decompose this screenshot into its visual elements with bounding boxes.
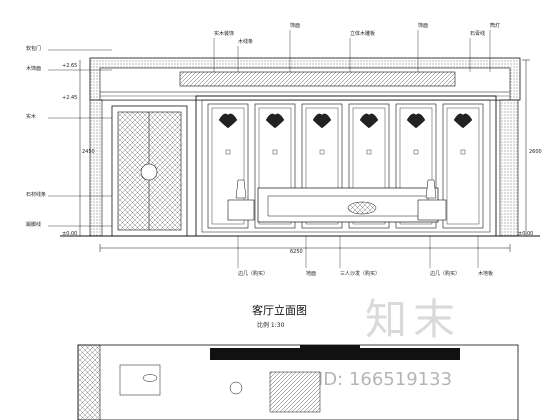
level-mark: +2.45 <box>62 95 78 101</box>
callout-bottom-label: 边几（购买） <box>430 271 461 277</box>
bottom-leader-lines <box>237 236 479 268</box>
panel-fixing-mark <box>460 149 466 155</box>
wall-panel-inset <box>258 107 292 225</box>
callout-top-label: 饰面 <box>290 23 301 29</box>
top-leader-lines <box>213 30 491 72</box>
wall-panel-inset <box>352 107 386 225</box>
callout-top-label: 木线条 <box>238 39 254 45</box>
wall-panels <box>207 103 484 229</box>
carved-ornament <box>453 113 473 129</box>
panel-fixing-mark <box>319 149 325 155</box>
callout-top-label: 实木装饰 <box>214 31 235 37</box>
dimension-height-wall: 2450 <box>82 149 95 155</box>
callout-left-label: 软包门 <box>26 46 42 52</box>
callout-bottom-label: 边几（购买） <box>238 271 269 277</box>
watermark-logo: 知末 <box>365 295 462 344</box>
carved-ornament <box>312 113 332 129</box>
plan-strip <box>77 344 519 420</box>
left-leader-lines <box>48 49 112 227</box>
drawing-scale: 比例 1:30 <box>257 322 285 329</box>
callout-bottom-label: 木地板 <box>478 271 494 277</box>
panel-fixing-mark <box>366 149 372 155</box>
carved-ornament <box>265 113 285 129</box>
ceiling-band <box>89 57 521 101</box>
carved-ornament <box>218 113 238 129</box>
panel-fixing-mark <box>272 149 278 155</box>
callout-top-label: 立体木雕板 <box>350 31 376 37</box>
carved-ornament <box>406 113 426 129</box>
wall-panel-inset <box>305 107 339 225</box>
carved-door <box>111 105 188 237</box>
dimension-height-total: 2600 <box>529 149 542 155</box>
panel-fixing-mark <box>225 149 231 155</box>
dimension-lines <box>79 59 530 252</box>
dimension-width: 6250 <box>290 249 303 255</box>
panel-fixing-mark <box>413 149 419 155</box>
left-wall-column <box>89 99 103 237</box>
callout-left-label: 踢脚线 <box>26 222 42 228</box>
carved-ornament <box>359 113 379 129</box>
callout-bottom-label: 地面 <box>306 271 317 277</box>
wall-panel-inset <box>399 107 433 225</box>
furniture <box>227 179 447 223</box>
callout-top-label: 石膏线 <box>470 31 486 37</box>
drawing-title: 客厅立面图 <box>252 304 307 317</box>
callout-left-label: 木饰面 <box>26 66 42 72</box>
wall-panel-inset <box>211 107 245 225</box>
callout-top-label: 饰面 <box>418 23 429 29</box>
callout-left-label: 实木 <box>26 114 37 120</box>
callout-top-label: 筒灯 <box>490 23 501 29</box>
level-mark: ±0.00 <box>518 231 534 237</box>
watermark-id: ID: 166519133 <box>318 369 453 390</box>
callout-bottom-label: 三人沙发（购买） <box>340 271 381 277</box>
callout-left-label: 石材线条 <box>26 192 47 198</box>
level-mark: ±0.00 <box>62 231 78 237</box>
wall-panel-inset <box>446 107 480 225</box>
level-mark: +2.65 <box>62 63 78 69</box>
right-wall-column <box>499 99 519 237</box>
